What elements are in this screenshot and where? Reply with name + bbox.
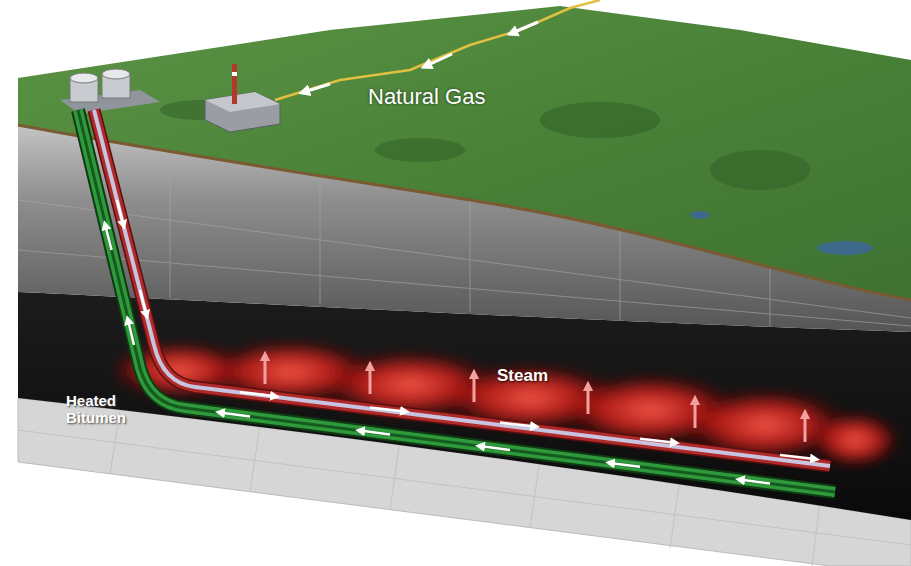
diagram-label: Heated Bitumen <box>66 392 140 427</box>
diagram-label: Steam <box>497 366 548 386</box>
diagram-label: Natural Gas <box>368 84 485 109</box>
